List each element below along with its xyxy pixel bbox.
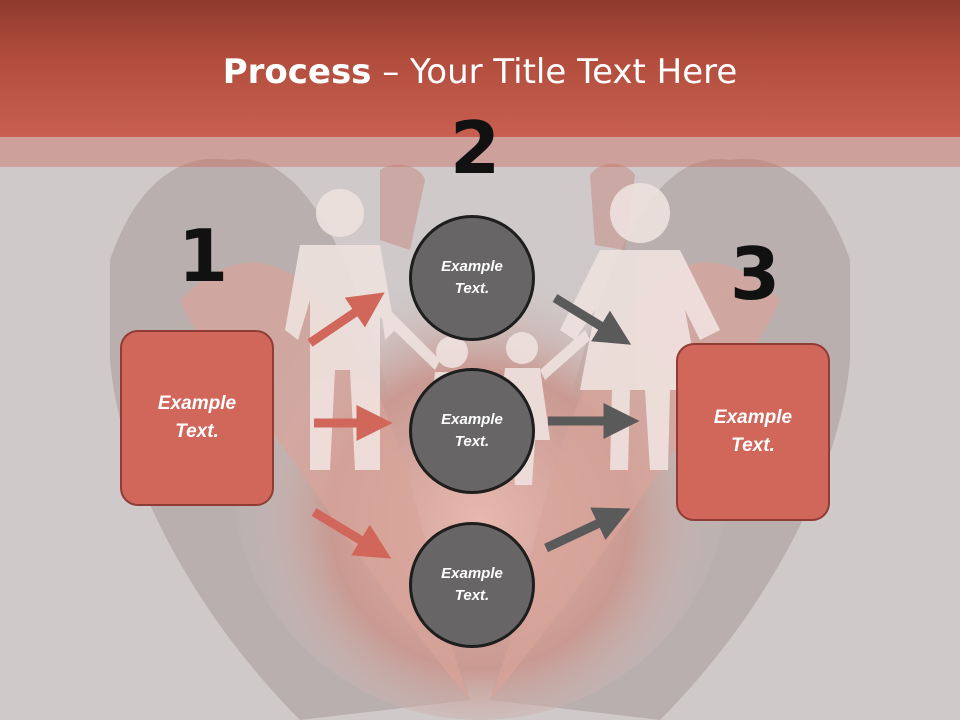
step-number-1: 1 (178, 214, 229, 298)
step-number-2: 2 (450, 106, 501, 190)
right-box-line1: Example (713, 406, 793, 428)
title-rest-text: – Your Title Text Here (371, 52, 738, 92)
middle-circle-top[interactable]: Example Text. (409, 215, 535, 341)
middle-circle-bottom[interactable]: Example Text. (409, 522, 535, 648)
left-box-line2: Text. (175, 421, 219, 442)
circle-top-line1: Example (441, 257, 503, 275)
title-bold-text: Process (222, 52, 372, 92)
slide-title[interactable]: Process – Your Title Text Here (0, 52, 960, 92)
arrow-red-upper (307, 292, 385, 347)
arrow-gray-lower (544, 507, 631, 553)
circle-bottom-line2: Text. (454, 587, 490, 604)
title-bar (0, 0, 960, 137)
arrow-red-lower (311, 508, 392, 559)
right-box-line2: Text. (731, 435, 775, 456)
middle-circle-center[interactable]: Example Text. (409, 368, 535, 494)
left-step-box[interactable]: Example Text. (120, 330, 274, 506)
arrow-gray-upper (552, 294, 632, 345)
circle-center-line2: Text. (454, 433, 490, 450)
circle-center-line1: Example (441, 410, 503, 428)
circle-top-line2: Text. (454, 280, 490, 297)
circle-bottom-line1: Example (441, 564, 503, 582)
step-number-3: 3 (730, 232, 781, 316)
title-band (0, 137, 960, 167)
left-box-line1: Example (157, 392, 237, 414)
right-step-box[interactable]: Example Text. (676, 343, 830, 521)
